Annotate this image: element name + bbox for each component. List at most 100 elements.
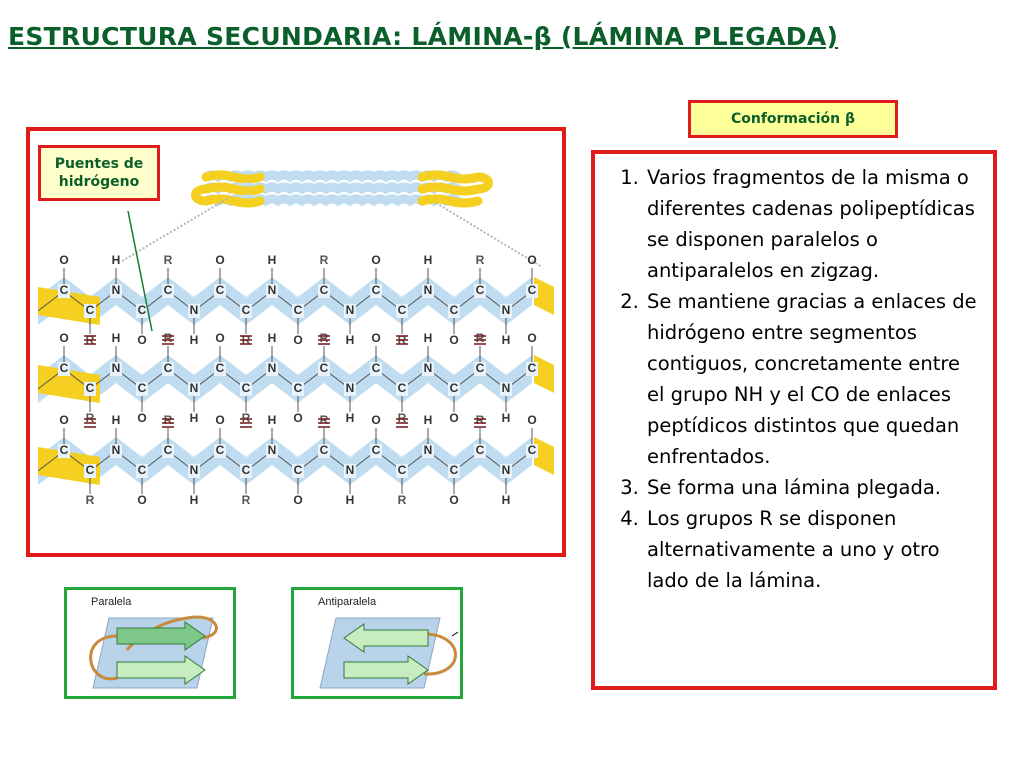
parallel-loop-left (89, 634, 118, 681)
antiparallel-arrow-top (343, 623, 429, 653)
description-point-2: Se mantiene gracias a enlaces de hidróge… (645, 286, 983, 472)
antiparallel-diagram-box: Antiparalela (291, 587, 463, 699)
atom-oxygen: O (449, 333, 458, 347)
atom-carbon: C (216, 283, 225, 297)
atom-nitrogen: N (424, 283, 433, 297)
atom-bg (240, 464, 252, 478)
atom-oxygen: O (371, 331, 380, 345)
description-list: Varios fragmentos de la misma o diferent… (595, 154, 993, 596)
overview-ribbon-yellow-right (417, 170, 483, 184)
atom-hydrogen: H (112, 413, 121, 427)
atom-bg (110, 362, 122, 376)
atom-bg (214, 362, 226, 376)
atom-r-group: R (164, 413, 173, 427)
description-point-3: Se forma una lámina plegada. (645, 472, 983, 503)
atom-bg (266, 444, 278, 458)
atom-oxygen: O (293, 333, 302, 347)
atom-oxygen: O (215, 413, 224, 427)
antiparallel-arrow-bottom (343, 655, 429, 685)
strand-end-right (534, 277, 554, 315)
atom-bg (344, 464, 356, 478)
atom-oxygen: O (527, 413, 536, 427)
overview-ribbon-yellow-right (417, 182, 483, 196)
atom-carbon: C (372, 283, 381, 297)
atom-hydrogen: H (112, 331, 121, 345)
atom-oxygen: O (137, 493, 146, 507)
atom-bg (448, 382, 460, 396)
antiparallel-label: Antiparalela (318, 596, 377, 608)
atom-r-group: R (398, 411, 407, 425)
atom-bg (58, 362, 70, 376)
atom-carbon: C (294, 463, 303, 477)
atom-bg (448, 304, 460, 318)
atom-nitrogen: N (346, 303, 355, 317)
atom-oxygen: O (371, 413, 380, 427)
atom-r-group: R (320, 413, 329, 427)
atom-carbon: C (320, 361, 329, 375)
atom-r-group: R (476, 331, 485, 345)
atom-carbon: C (398, 303, 407, 317)
atom-bg (318, 362, 330, 376)
atom-bg (84, 382, 96, 396)
atom-bg (344, 382, 356, 396)
atom-bg (344, 304, 356, 318)
atom-carbon: C (216, 443, 225, 457)
atom-nitrogen: N (190, 303, 199, 317)
atom-bg (110, 444, 122, 458)
atom-hydrogen: H (502, 333, 511, 347)
hydrogen-bridges-label-line2: hidrógeno (58, 174, 140, 190)
atom-hydrogen: H (190, 411, 199, 425)
atom-r-group: R (164, 331, 173, 345)
hydrogen-bond-marker (240, 418, 252, 428)
atom-nitrogen: N (502, 381, 511, 395)
atom-bg (526, 444, 538, 458)
atom-bg (422, 284, 434, 298)
parallel-diagram-box: Paralela (64, 587, 236, 699)
atom-r-group: R (476, 413, 485, 427)
atom-oxygen: O (59, 331, 68, 345)
atom-bg (370, 284, 382, 298)
hydrogen-bond-marker (318, 418, 330, 428)
beta-sheet-svg: COCRNHCOCRNHCOCRNHCOCRNHCOCRNHCOCRNHCOCO… (37, 170, 554, 507)
atom-nitrogen: N (346, 381, 355, 395)
atom-bg (188, 464, 200, 478)
atom-r-group: R (320, 253, 329, 267)
atom-r-group: R (320, 331, 329, 345)
atom-bg (162, 284, 174, 298)
atom-hydrogen: H (424, 253, 433, 267)
atom-bg (292, 464, 304, 478)
atom-bg (266, 284, 278, 298)
hydrogen-bond-marker (84, 335, 96, 345)
atom-carbon: C (60, 283, 69, 297)
atom-carbon: C (320, 283, 329, 297)
atom-bg (526, 362, 538, 376)
atom-nitrogen: N (112, 361, 121, 375)
atom-bg (500, 304, 512, 318)
atom-r-group: R (242, 411, 251, 425)
atom-bg (58, 284, 70, 298)
atom-bg (500, 464, 512, 478)
atom-carbon: C (86, 303, 95, 317)
atom-hydrogen: H (346, 411, 355, 425)
atom-bg (370, 362, 382, 376)
atom-carbon: C (164, 283, 173, 297)
atom-r-group: R (86, 411, 95, 425)
atom-bg (136, 464, 148, 478)
atom-bg (318, 444, 330, 458)
atom-bg (214, 284, 226, 298)
atom-bg (526, 284, 538, 298)
atom-nitrogen: N (268, 361, 277, 375)
atom-carbon: C (450, 463, 459, 477)
parallel-arrow-bottom (116, 655, 206, 685)
hydrogen-bridges-label-line1: Puentes de (54, 156, 144, 172)
atom-oxygen: O (215, 331, 224, 345)
conformation-label-box: Conformación β (688, 100, 898, 138)
atom-r-group: R (476, 253, 485, 267)
atom-bg (370, 444, 382, 458)
atom-bg (292, 304, 304, 318)
atom-carbon: C (320, 443, 329, 457)
atom-hydrogen: H (268, 413, 277, 427)
